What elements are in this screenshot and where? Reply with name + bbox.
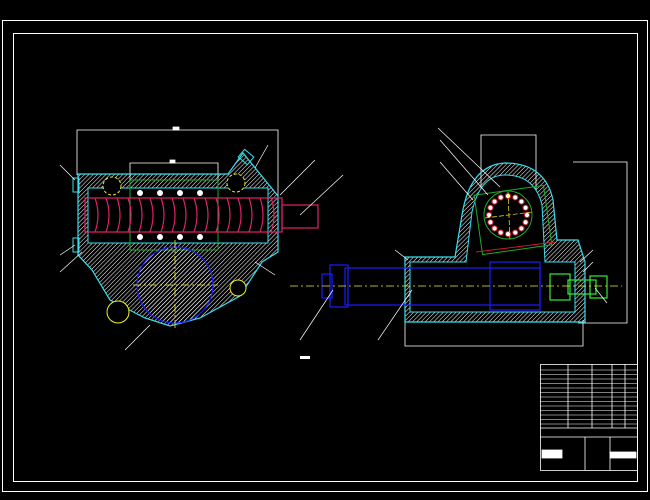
ball <box>504 230 512 238</box>
balls-left <box>137 190 203 240</box>
leader-lines-right <box>299 127 608 341</box>
ball <box>497 229 504 236</box>
worm-thread <box>94 197 99 233</box>
bolt-icon <box>237 148 255 166</box>
ball <box>512 194 519 201</box>
ball-race <box>483 190 533 240</box>
worm-thread <box>116 197 121 233</box>
leader-lines-left <box>59 144 344 351</box>
bolt-icon <box>72 177 80 193</box>
title-block <box>540 364 638 471</box>
drawing-frame <box>2 20 648 492</box>
worm-thread <box>127 197 132 233</box>
ball <box>157 190 163 196</box>
mount-boss <box>106 300 130 324</box>
worm-thread <box>204 197 209 233</box>
boss-circle <box>102 176 122 196</box>
worm-thread <box>182 197 187 233</box>
housing-bore <box>87 187 269 244</box>
mount-boss <box>229 279 247 297</box>
worm-thread <box>259 197 264 233</box>
worm-screw <box>84 197 319 233</box>
ball <box>197 190 203 196</box>
worm-thread <box>105 197 110 233</box>
worm-thread <box>237 197 242 233</box>
ball <box>177 190 183 196</box>
worm-thread <box>149 197 154 233</box>
outer-border <box>2 20 648 492</box>
ball <box>137 190 143 196</box>
bolt-icon <box>72 237 80 253</box>
bearing-block <box>473 184 553 256</box>
worm-thread <box>171 197 176 233</box>
right-section-view <box>290 127 628 359</box>
adjuster-bolt <box>549 273 608 301</box>
ball <box>522 219 529 226</box>
dimension-lines-right <box>404 134 628 347</box>
ball <box>157 234 163 240</box>
ball <box>487 204 494 211</box>
ball <box>491 225 498 232</box>
worm-thread <box>160 197 165 233</box>
worm-thread <box>193 197 198 233</box>
axis-red <box>475 241 556 253</box>
ball <box>518 225 525 232</box>
boss-circle <box>226 173 246 193</box>
ball <box>485 211 493 219</box>
ball <box>522 204 529 211</box>
ball <box>512 229 519 236</box>
section-label <box>300 356 310 359</box>
ball <box>177 234 183 240</box>
ball <box>518 198 525 205</box>
ball <box>197 234 203 240</box>
worm-thread <box>270 197 275 233</box>
balls-right <box>485 192 531 238</box>
inner-border <box>13 33 638 482</box>
ball <box>491 198 498 205</box>
ball <box>523 211 531 219</box>
housing-cavity <box>409 174 576 313</box>
centerlines-ring <box>484 191 533 241</box>
ball <box>137 234 143 240</box>
ball <box>487 219 494 226</box>
ball <box>497 194 504 201</box>
left-section-view <box>59 126 344 351</box>
centerlines-left <box>133 240 218 330</box>
worm-thread <box>138 197 143 233</box>
worm-thread <box>226 197 231 233</box>
worm-thread <box>215 197 220 233</box>
worm-thread <box>248 197 253 233</box>
